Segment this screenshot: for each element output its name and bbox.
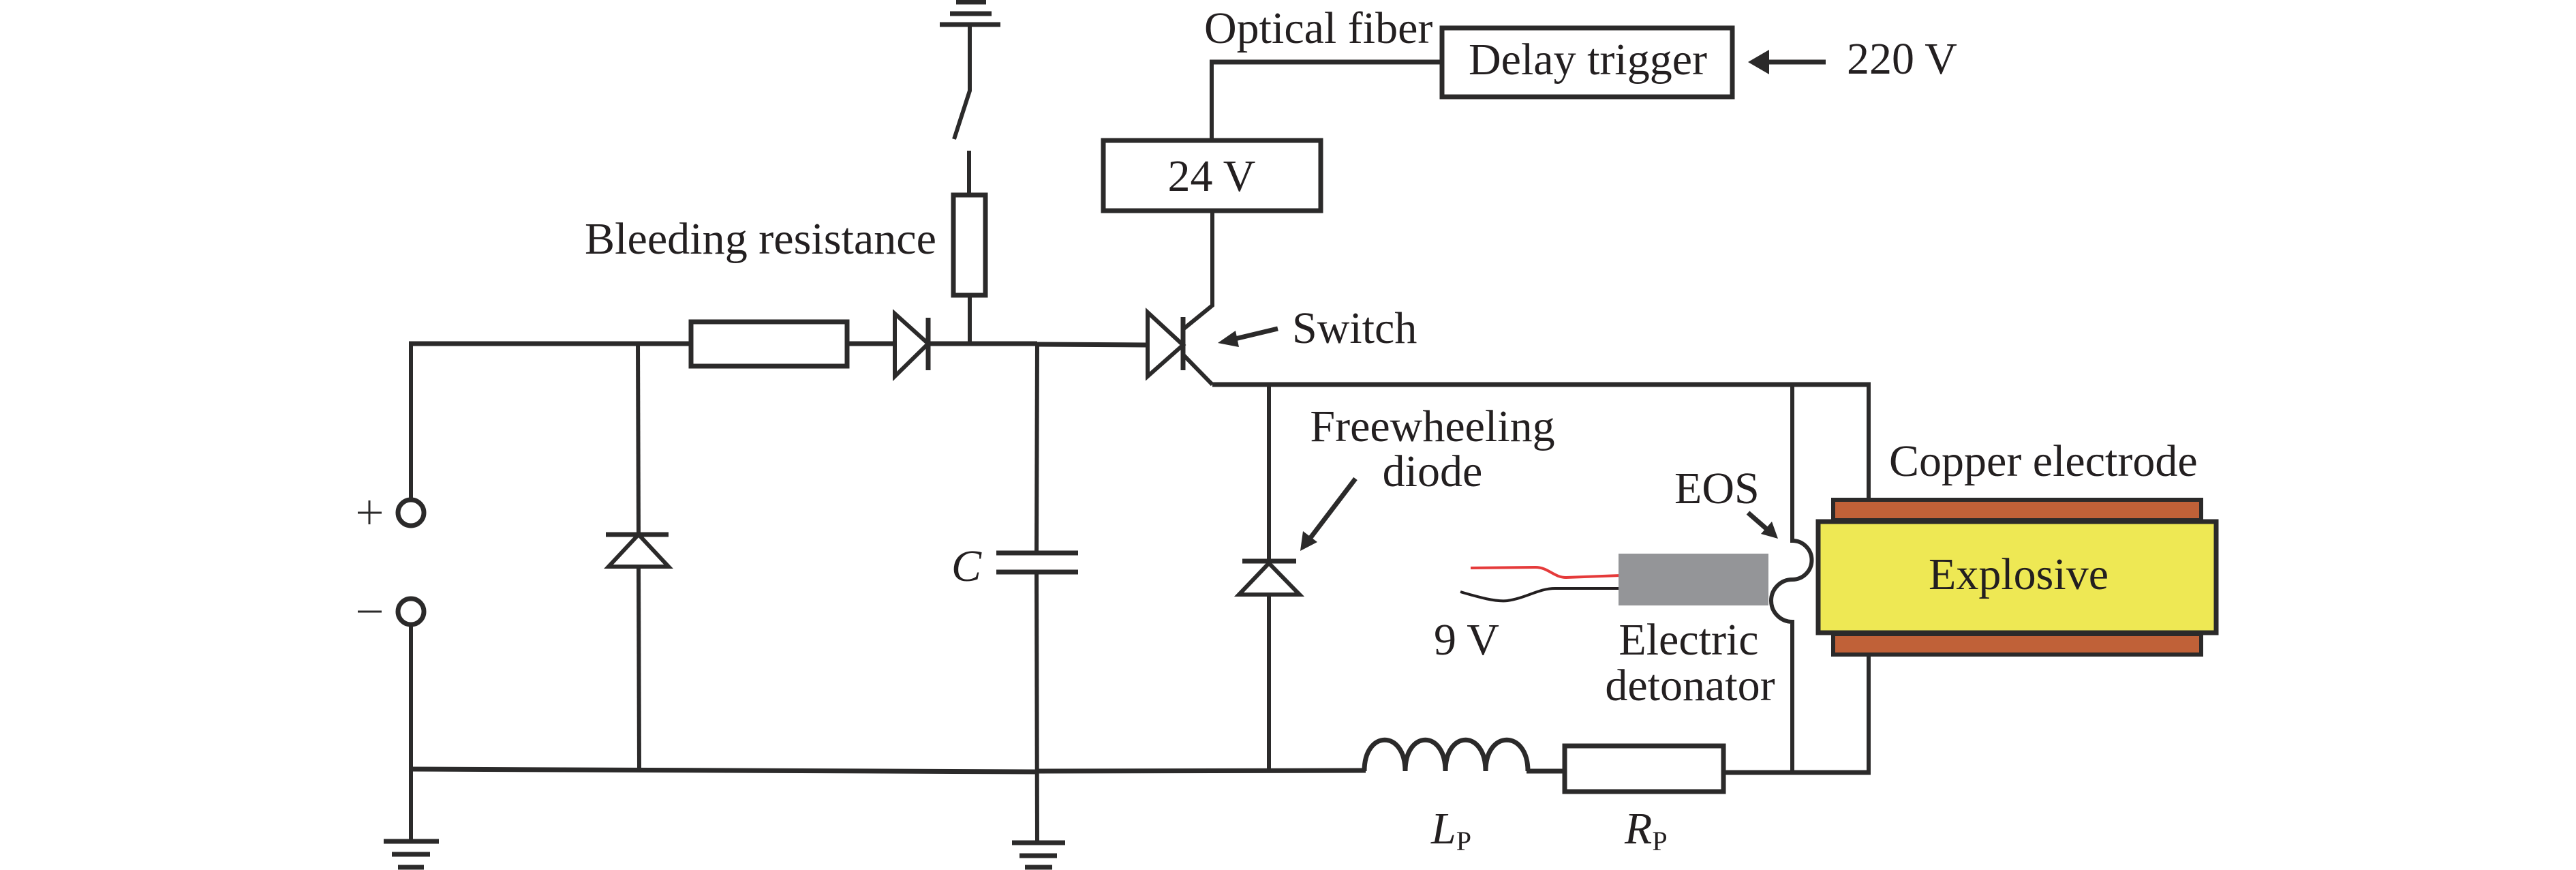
- label-eos: EOS: [1674, 464, 1760, 513]
- switch-arrow-icon: [1218, 326, 1278, 347]
- delay-trigger-box: [1439, 25, 1735, 100]
- freewheel-arrow-icon: [1300, 477, 1358, 551]
- label-delay-trigger: Delay trigger: [1469, 35, 1707, 85]
- capacitor-icon: [996, 550, 1078, 575]
- label-freewheeling: Freewheeling: [1310, 402, 1554, 451]
- label-bleeding-resistance: Bleeding resistance: [585, 214, 936, 264]
- copper-electrode-top: [1831, 498, 2203, 522]
- label-detonator: detonator: [1605, 661, 1775, 710]
- label-switch: Switch: [1292, 303, 1417, 353]
- capacitor-ground-icon: [1012, 840, 1065, 870]
- supply-24v-box: [1101, 138, 1323, 213]
- shunt-diode-icon: [604, 531, 673, 569]
- freewheeling-diode-icon: [1233, 558, 1305, 597]
- thyristor-switch-icon: [1146, 211, 1214, 387]
- label-optical-fiber: Optical fiber: [1204, 3, 1432, 53]
- top-ground-icon: [940, 0, 1000, 27]
- input-arrow-icon: [1748, 50, 1826, 74]
- label-diode: diode: [1383, 447, 1483, 496]
- label-rp: RP: [1624, 804, 1668, 856]
- left-ground-icon: [384, 839, 439, 870]
- inductor-lp-icon: [1362, 737, 1531, 772]
- label-lp: LP: [1430, 804, 1471, 856]
- bleeding-resistor: [951, 192, 988, 298]
- series-resistor: [688, 319, 850, 369]
- terminal-plus: [395, 497, 427, 528]
- series-diode-icon: [893, 309, 932, 382]
- label-220v: 220 V: [1847, 34, 1957, 84]
- red-lead-wire: [1470, 565, 1621, 580]
- resistor-rp: [1562, 743, 1726, 794]
- terminal-minus: [395, 596, 427, 627]
- bleeding-switch: [952, 25, 972, 195]
- eos-arrow-icon: [1746, 511, 1778, 539]
- label-24v: 24 V: [1168, 151, 1256, 201]
- label-9v: 9 V: [1434, 615, 1499, 665]
- shunt-diode-lead-top: [636, 343, 641, 535]
- plus-sign-icon: [358, 500, 382, 524]
- label-electric: Electric: [1619, 615, 1758, 665]
- explosive-block: [1815, 519, 2219, 635]
- top-main-wire: [409, 341, 1148, 348]
- label-copper-electrode: Copper electrode: [1889, 436, 2198, 486]
- copper-electrode-bottom: [1831, 632, 2203, 657]
- eos-wire: [1769, 385, 1814, 772]
- label-capacitor: C: [951, 541, 982, 591]
- electric-detonator: [1619, 554, 1768, 605]
- label-explosive: Explosive: [1929, 550, 2109, 599]
- black-lead-wire: [1460, 587, 1619, 603]
- bottom-rail: [408, 766, 1871, 775]
